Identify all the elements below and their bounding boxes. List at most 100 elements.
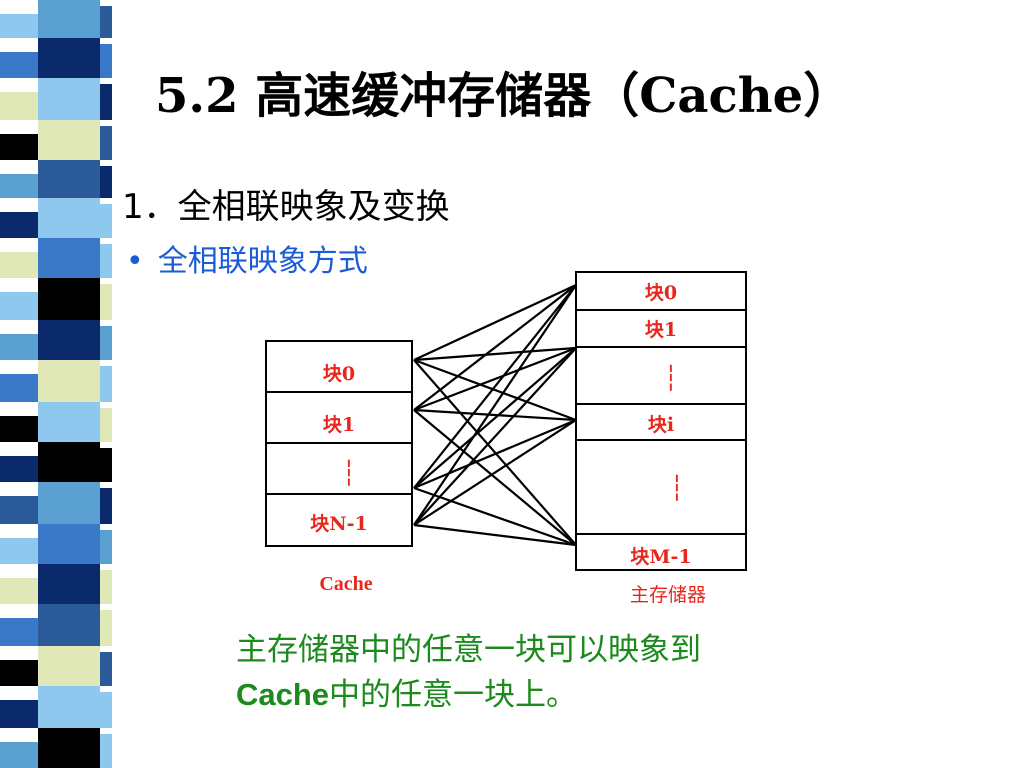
stripe-band bbox=[100, 326, 112, 360]
stripe-band bbox=[0, 660, 38, 686]
stripe-band bbox=[38, 524, 100, 564]
mapping-line bbox=[413, 408, 577, 422]
cache-box: 块0 块1 ┆ 块N-1 Cache bbox=[265, 340, 413, 595]
stripe-band bbox=[100, 366, 112, 402]
decorative-stripe-bar bbox=[0, 0, 112, 768]
stripe-band bbox=[38, 38, 100, 78]
stripe-band bbox=[38, 120, 100, 160]
mapping-line bbox=[413, 409, 577, 546]
caption-line-2-rest: 中的任意一块上。 bbox=[329, 676, 578, 713]
stripe-band bbox=[100, 530, 112, 564]
stripe-band bbox=[100, 408, 112, 442]
caption-line-2: Cache中的任意一块上。 bbox=[236, 673, 701, 718]
cache-block-n-1: 块N-1 bbox=[310, 513, 367, 535]
stripe-band bbox=[38, 728, 100, 768]
stripe-band bbox=[0, 618, 38, 646]
bullet-dot: • bbox=[126, 244, 144, 279]
stripe-band bbox=[100, 692, 112, 728]
stripe-band bbox=[100, 204, 112, 238]
stripe-band bbox=[0, 14, 38, 38]
cache-block-0: 块0 bbox=[323, 363, 355, 385]
section-heading: 1．全相联映象及变换 bbox=[122, 187, 450, 227]
mapping-line bbox=[413, 358, 577, 422]
stripe-band bbox=[100, 734, 112, 768]
cache-block-1: 块1 bbox=[323, 414, 355, 436]
stripe-band bbox=[100, 488, 112, 524]
stripe-band bbox=[0, 134, 38, 160]
stripe-band bbox=[38, 238, 100, 278]
mapping-line bbox=[413, 284, 577, 411]
stripe-band bbox=[100, 610, 112, 646]
stripe-band bbox=[0, 416, 38, 442]
mapping-line bbox=[413, 284, 577, 361]
stripe-band bbox=[38, 198, 100, 238]
memory-outline bbox=[575, 271, 747, 571]
stripe-band bbox=[0, 334, 38, 360]
mapping-line bbox=[413, 284, 577, 489]
caption-line-1: 主存储器中的任意一块可以映象到 bbox=[236, 632, 701, 668]
caption-cache-word: Cache bbox=[236, 676, 330, 712]
stripe-band bbox=[0, 496, 38, 524]
stripe-band bbox=[38, 278, 100, 320]
memory-block-0: 块0 bbox=[645, 282, 677, 304]
stripe-band bbox=[38, 604, 100, 646]
stripe-band bbox=[100, 284, 112, 320]
stripe-band bbox=[0, 578, 38, 604]
stripe-band bbox=[100, 166, 112, 198]
stripe-band bbox=[100, 652, 112, 686]
stripe-band bbox=[38, 320, 100, 360]
mapping-line bbox=[413, 347, 577, 489]
stripe-band bbox=[38, 360, 100, 402]
memory-label: 主存储器 bbox=[630, 584, 706, 606]
caption: 主存储器中的任意一块可以映象到 Cache中的任意一块上。 bbox=[236, 628, 701, 718]
main-memory-box: 块0 块1 ┆ 块i ┆ 块M-1 主存储器 bbox=[575, 271, 747, 606]
stripe-band bbox=[38, 0, 100, 38]
stripe-band bbox=[38, 564, 100, 604]
stripe-band bbox=[0, 292, 38, 320]
stripe-band bbox=[100, 244, 112, 278]
stripe-band bbox=[38, 402, 100, 442]
mapping-lines bbox=[413, 284, 577, 547]
mapping-line bbox=[413, 346, 577, 362]
mapping-line bbox=[413, 523, 577, 547]
stripe-band bbox=[100, 126, 112, 160]
mapping-line bbox=[413, 419, 577, 526]
memory-block-1: 块1 bbox=[645, 319, 677, 341]
stripe-band bbox=[100, 6, 112, 38]
memory-block-i: 块i bbox=[648, 414, 674, 436]
mapping-line bbox=[413, 418, 577, 490]
mapping-line bbox=[413, 284, 577, 526]
stripe-band bbox=[0, 174, 38, 198]
bullet-item: • 全相联映象方式 bbox=[126, 247, 368, 277]
stripe-band bbox=[0, 742, 38, 768]
mapping-line bbox=[413, 347, 577, 526]
stripe-band bbox=[100, 570, 112, 604]
stripe-band bbox=[38, 160, 100, 198]
stripe-band bbox=[0, 374, 38, 402]
stripe-band bbox=[38, 442, 100, 482]
stripe-band bbox=[38, 646, 100, 686]
stripe-band bbox=[0, 212, 38, 238]
bullet-text: 全相联映象方式 bbox=[157, 244, 368, 279]
stripe-band bbox=[0, 538, 38, 564]
stripe-band bbox=[38, 78, 100, 120]
cache-label: Cache bbox=[319, 573, 372, 595]
slide-title: 5.2 高速缓冲存储器（Cache） bbox=[155, 68, 852, 124]
stripe-band bbox=[38, 482, 100, 524]
memory-block-m-1: 块M-1 bbox=[630, 546, 691, 568]
memory-ellipsis: ┆ bbox=[664, 364, 678, 392]
stripe-band bbox=[0, 52, 38, 78]
mapping-line bbox=[413, 346, 577, 412]
mapping-line bbox=[413, 359, 577, 546]
stripe-band bbox=[100, 448, 112, 482]
stripe-band bbox=[0, 92, 38, 120]
memory-ellipsis: ┆ bbox=[670, 474, 684, 502]
stripe-band bbox=[0, 456, 38, 482]
cache-ellipsis: ┆ bbox=[342, 459, 356, 487]
stripe-band bbox=[100, 44, 112, 78]
stripe-band bbox=[0, 252, 38, 278]
stripe-band bbox=[100, 84, 112, 120]
mapping-line bbox=[413, 486, 577, 547]
stripe-band bbox=[0, 700, 38, 728]
